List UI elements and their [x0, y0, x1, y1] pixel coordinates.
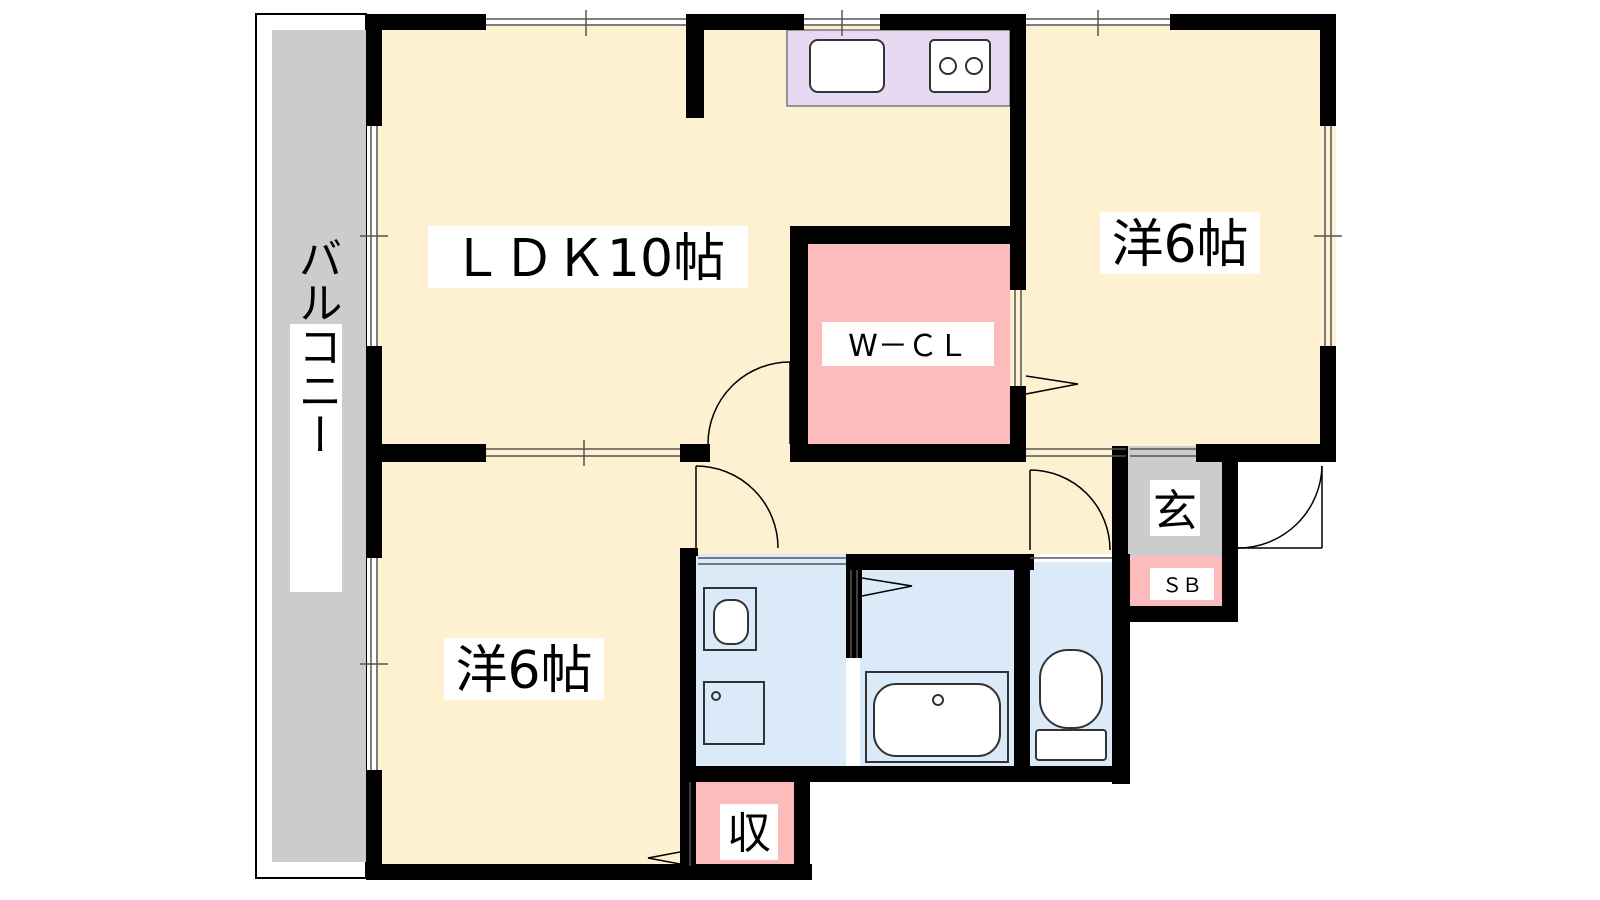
ldk-label: ＬＤＫ10帖 — [451, 229, 725, 289]
western-room-right-label: 洋6帖 — [1111, 215, 1248, 275]
shoe-box-label-bg — [1150, 568, 1214, 600]
western-room-left-label: 洋6帖 — [455, 641, 592, 701]
stove-burner — [939, 57, 957, 75]
walk-in-closet-label-bg — [822, 322, 994, 366]
windows — [360, 10, 1342, 866]
walls — [366, 14, 1336, 880]
entrance-label-bg — [1150, 480, 1200, 536]
western-room-left-label-bg — [444, 638, 604, 700]
doors — [647, 361, 1323, 865]
toilet-tank — [1035, 729, 1107, 761]
stove — [929, 39, 991, 93]
storage-label: 収 — [727, 808, 771, 859]
shoe-box-label: ＳＢ — [1162, 573, 1202, 597]
balcony-label-bg — [290, 324, 342, 592]
hallway-floor — [686, 446, 1126, 554]
toilet-bowl — [1039, 649, 1103, 729]
washbasin — [713, 599, 749, 645]
entrance-label: 玄 — [1153, 486, 1197, 537]
washing-machine-space — [703, 681, 765, 745]
storage-label-bg — [720, 804, 778, 860]
balcony-label: バルコニー — [291, 236, 342, 456]
walk-in-closet-label: W－ＣＬ — [848, 329, 968, 364]
kitchen-sink — [809, 39, 885, 93]
western-room-right-label-bg — [1100, 212, 1260, 274]
fixtures — [703, 587, 1107, 763]
stove-burner — [965, 57, 983, 75]
ldk-label-bg — [428, 226, 748, 288]
